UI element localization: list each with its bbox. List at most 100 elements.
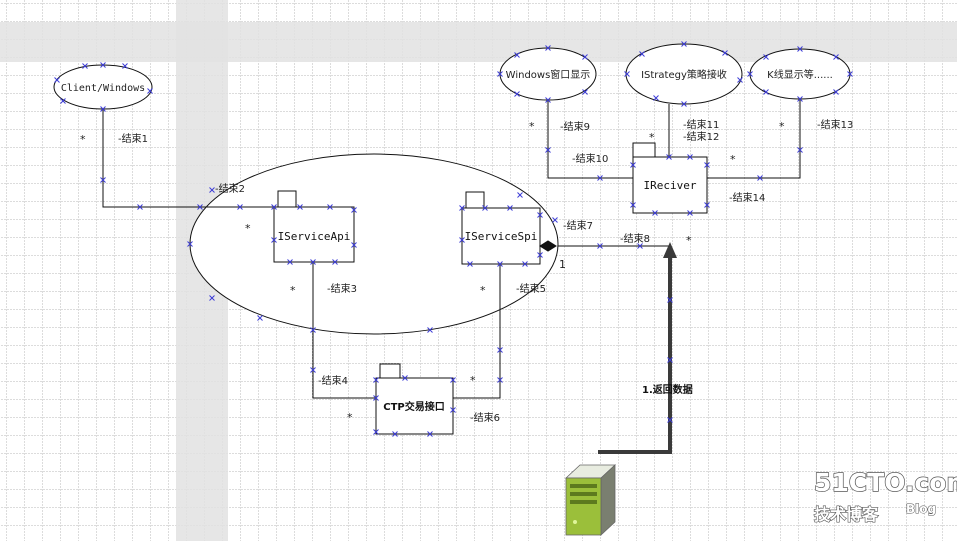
edge-label-2: -结束2: [215, 182, 245, 195]
mult-spi-one: 1: [559, 258, 566, 271]
edge-label-1: -结束1: [118, 132, 148, 145]
connection-marker: [209, 295, 215, 301]
connection-marker: [271, 237, 277, 243]
connection-marker: [450, 377, 456, 383]
connection-marker: [747, 71, 753, 77]
connection-marker: [514, 91, 520, 97]
connection-marker: [582, 54, 588, 60]
connection-marker: [704, 162, 710, 168]
reciver-label: IReciver: [644, 179, 697, 192]
connection-marker: [681, 101, 687, 107]
service-spi-box[interactable]: [461, 207, 541, 265]
mult-ctp-left: *: [347, 411, 353, 424]
service-api-tab: [277, 190, 297, 208]
edge-label-13: -结束13: [817, 118, 853, 131]
connection-marker: [537, 212, 543, 218]
connection-marker: [497, 347, 503, 353]
mult-reciver-bottom: *: [686, 234, 692, 247]
strategy-label: IStrategy策略接收: [641, 68, 727, 81]
connection-marker: [100, 106, 106, 112]
mult-strategy: *: [649, 131, 655, 144]
mult-kline: *: [779, 120, 785, 133]
connection-marker: [667, 357, 673, 363]
connection-marker: [82, 63, 88, 69]
reciver-box[interactable]: [632, 156, 708, 214]
connection-marker: [497, 261, 503, 267]
connection-marker: [450, 407, 456, 413]
connection-marker: [666, 154, 672, 160]
mult-api-bottom: *: [290, 284, 296, 297]
edge-label-4: -结束4: [318, 374, 348, 387]
connection-marker: [373, 377, 379, 383]
connection-marker: [545, 147, 551, 153]
connection-marker: [687, 154, 693, 160]
mult-reciver-right: *: [730, 153, 736, 166]
diamond-aggregation-icon: [539, 240, 557, 252]
connection-marker: [797, 96, 803, 102]
connection-marker: [332, 259, 338, 265]
server-icon[interactable]: [564, 464, 617, 536]
connection-marker: [351, 207, 357, 213]
connection-marker: [54, 77, 60, 83]
edge-label-14: -结束14: [729, 191, 765, 204]
ctp-tab: [379, 363, 401, 379]
edge-label-7: -结束7: [563, 219, 593, 232]
connection-marker: [833, 89, 839, 95]
connection-marker: [327, 204, 333, 210]
connection-marker: [639, 51, 645, 57]
connection-marker: [100, 62, 106, 68]
connection-marker: [310, 367, 316, 373]
connection-marker: [257, 315, 263, 321]
connection-marker: [459, 237, 465, 243]
connection-marker: [833, 54, 839, 60]
connection-marker: [297, 204, 303, 210]
connection-marker: [797, 147, 803, 153]
edge-label-12: -结束12: [683, 130, 719, 143]
kline-label: K线显示等......: [767, 68, 833, 81]
mult-ctp-right: *: [470, 374, 476, 387]
connection-marker: [482, 205, 488, 211]
connection-marker: [517, 192, 523, 198]
connection-marker: [137, 204, 143, 210]
connection-marker: [467, 261, 473, 267]
watermark-brand: 51CTO.com: [814, 468, 957, 497]
connection-marker: [552, 217, 558, 223]
connection-marker: [537, 252, 543, 258]
watermark-blog: Blog: [906, 502, 936, 516]
connection-marker: [60, 98, 66, 104]
connection-marker: [310, 327, 316, 333]
connection-marker: [310, 259, 316, 265]
edge-label-9: -结束9: [560, 120, 590, 133]
edge-windows-reciver[interactable]: [547, 99, 633, 179]
flow-arrowhead-icon: [663, 242, 677, 258]
mult-windows: *: [529, 120, 535, 133]
client-windows-label: Client/Windows: [61, 83, 145, 94]
edge-label-10: -结束10: [572, 152, 608, 165]
mult-client: *: [80, 133, 86, 146]
connection-marker: [209, 187, 215, 193]
service-api-box[interactable]: [273, 206, 355, 263]
connection-marker: [427, 431, 433, 437]
return-data-label: 1.返回数据: [642, 383, 693, 396]
connection-marker: [763, 54, 769, 60]
connection-marker: [351, 242, 357, 248]
connection-marker: [271, 204, 277, 210]
connection-marker: [545, 97, 551, 103]
connection-marker: [122, 63, 128, 69]
connection-marker: [402, 375, 408, 381]
connection-marker: [100, 177, 106, 183]
connection-marker: [237, 204, 243, 210]
connection-marker: [763, 89, 769, 95]
connection-marker: [624, 71, 630, 77]
connection-marker: [392, 431, 398, 437]
connection-marker: [187, 241, 193, 247]
connection-marker: [514, 52, 520, 58]
connection-marker: [653, 95, 659, 101]
edge-kline-reciver[interactable]: [707, 99, 801, 179]
mult-spi-bottom: *: [480, 284, 486, 297]
ctp-box[interactable]: [375, 377, 454, 435]
watermark-sub: 技术博客: [814, 505, 879, 524]
connection-marker: [427, 327, 433, 333]
edge-label-6: -结束6: [470, 411, 500, 424]
